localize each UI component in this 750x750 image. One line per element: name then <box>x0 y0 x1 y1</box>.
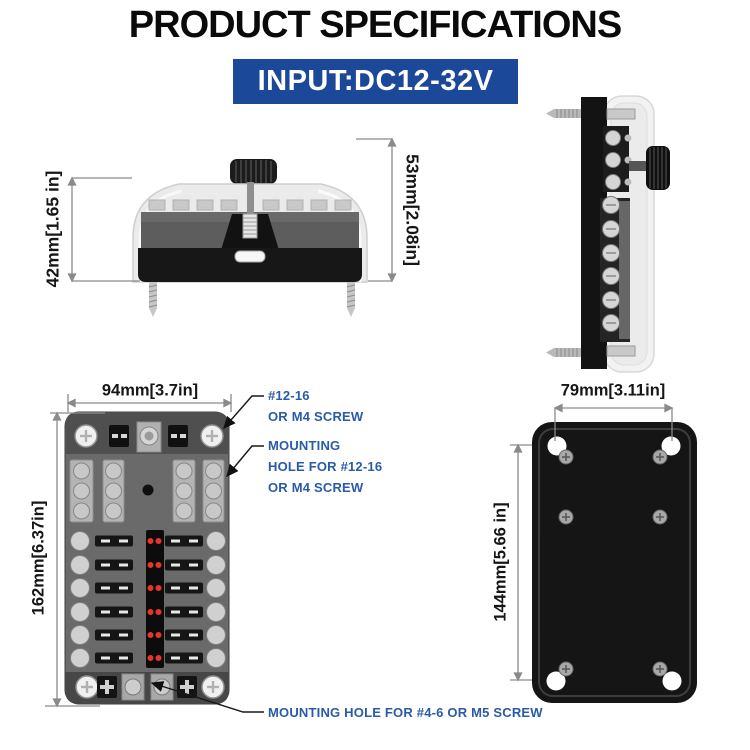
back-mounting-holes-icon <box>546 436 682 691</box>
input-voltage-label: INPUT:DC12-32V <box>257 65 494 97</box>
top-body <box>64 411 230 705</box>
input-voltage-banner: INPUT:DC12-32V <box>233 59 518 104</box>
screw-note-line1: #12-16 <box>268 388 310 403</box>
top-positive-terminals <box>97 676 197 698</box>
top-center-stud-icon <box>136 421 162 453</box>
top-center-hole-icon <box>142 484 154 496</box>
side-view-drawing <box>546 95 670 373</box>
side-cover <box>603 95 655 373</box>
front-total-height-dimension: 53mm[2.08in] <box>402 154 423 266</box>
side-screw-top-icon <box>546 109 581 118</box>
front-pedestal <box>221 214 279 250</box>
side-stud-top-icon <box>606 108 636 120</box>
front-knob-icon <box>230 159 277 184</box>
page-title: PRODUCT SPECIFICATIONS <box>128 4 622 46</box>
side-upper-terminal-block <box>603 126 632 192</box>
top-corner-screws-icon <box>74 424 225 699</box>
top-negative-terminals <box>109 425 188 447</box>
mounting-note-line2: HOLE FOR #12-16 <box>268 459 383 474</box>
front-mounting-screws-icon <box>148 282 356 317</box>
top-fuse-rows <box>70 531 226 668</box>
screw-note-line2: OR M4 SCREW <box>268 409 364 424</box>
top-width-dimension: 94mm[3.7in] <box>101 381 199 400</box>
front-center-bolt-icon <box>234 182 266 263</box>
side-stud-bottom-icon <box>606 345 636 357</box>
annotation-leaders <box>150 395 264 713</box>
side-knob-icon <box>629 146 670 190</box>
top-led-strip <box>146 530 164 668</box>
top-terminal-strips <box>69 459 225 523</box>
bottom-mounting-note: MOUNTING HOLE FOR #4-6 OR M5 SCREW <box>268 705 543 720</box>
front-interior <box>141 212 359 250</box>
mounting-note-line3: OR M4 SCREW <box>268 480 364 495</box>
front-cover <box>132 183 368 283</box>
back-screws-icon <box>558 449 668 677</box>
side-lower-terminal-block <box>600 196 630 342</box>
back-height-dimension: 144mm[5.66 in] <box>491 502 510 622</box>
back-panel <box>532 422 697 703</box>
top-height-dimension: 162mm[6.37in] <box>29 500 48 616</box>
led-indicators <box>147 538 162 661</box>
back-view-drawing <box>532 422 697 703</box>
front-height-dimension: 42mm[1.65 in] <box>42 170 63 288</box>
top-bottom-studs-icon <box>121 673 174 701</box>
front-fuse-tips <box>148 199 352 211</box>
mounting-note-line1: MOUNTING <box>268 438 341 453</box>
side-screw-bottom-icon <box>546 348 581 357</box>
front-view-drawing <box>132 159 368 317</box>
back-width-dimension: 79mm[3.11in] <box>560 381 666 400</box>
side-body <box>581 97 607 369</box>
front-base <box>138 248 362 282</box>
top-view-drawing <box>64 411 230 705</box>
